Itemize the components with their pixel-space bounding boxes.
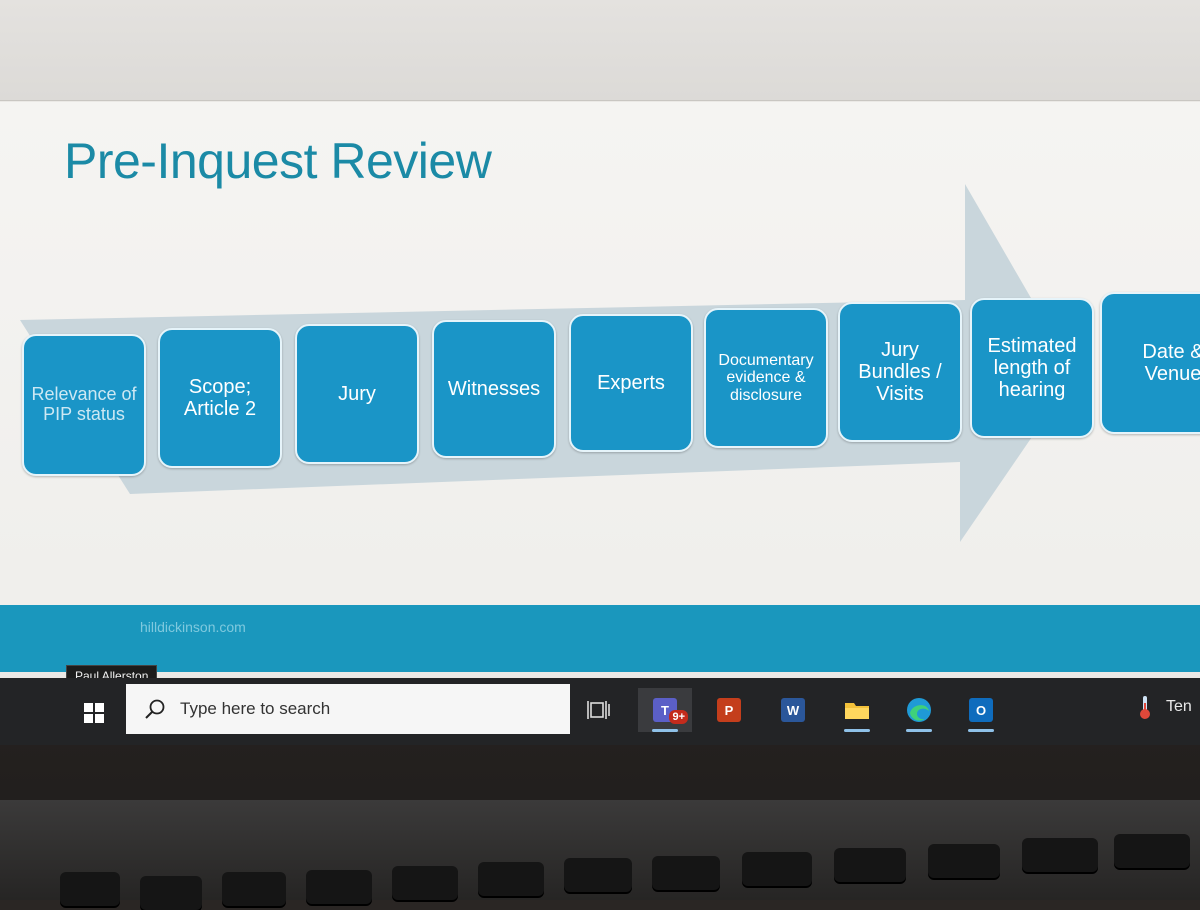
keyboard-key [306, 870, 372, 904]
slide: Pre-Inquest Review Relevance of PIP stat… [0, 102, 1200, 672]
keyboard-key [564, 858, 632, 892]
teams-active-indicator [652, 729, 678, 732]
task-view-button[interactable] [576, 688, 622, 732]
step-documentary-evidence: Documentary evidence & disclosure [704, 308, 828, 448]
outlook-button[interactable]: O [958, 688, 1004, 732]
keyboard-key [60, 872, 120, 906]
windows-start-icon [84, 703, 104, 723]
edge-button[interactable] [896, 688, 942, 732]
keyboard-key [652, 856, 720, 890]
outlook-running-indicator [968, 729, 994, 732]
edge-running-indicator [906, 729, 932, 732]
taskbar-search[interactable]: Type here to search [126, 684, 570, 734]
teams-notification-badge: 9+ [669, 710, 688, 724]
slide-footer-band: hilldickinson.com [0, 605, 1200, 672]
footer-website: hilldickinson.com [140, 619, 246, 635]
word-icon: W [781, 698, 805, 722]
thermometer-icon [1140, 696, 1150, 719]
task-view-icon [587, 701, 610, 719]
step-date-venue: Date & Venue [1100, 292, 1200, 434]
presentation-viewer-top [0, 0, 1200, 101]
start-button[interactable] [70, 690, 118, 736]
step-scope-article-2: Scope; Article 2 [158, 328, 282, 468]
keyboard-key [392, 866, 458, 900]
screen: Pre-Inquest Review Relevance of PIP stat… [0, 0, 1200, 745]
keyboard-key [1022, 838, 1098, 872]
keyboard-key [742, 852, 812, 886]
powerpoint-icon: P [717, 698, 741, 722]
keyboard-key [140, 876, 202, 910]
outlook-icon: O [969, 698, 993, 722]
file-explorer-running-indicator [844, 729, 870, 732]
keyboard-key [1114, 834, 1190, 868]
powerpoint-button[interactable]: P [706, 688, 752, 732]
step-jury-bundles: Jury Bundles / Visits [838, 302, 962, 442]
weather-widget[interactable]: Ten [1138, 694, 1192, 720]
step-experts: Experts [569, 314, 693, 452]
slide-title: Pre-Inquest Review [64, 133, 492, 189]
keyboard-key [834, 848, 906, 882]
file-explorer-icon [845, 703, 869, 719]
search-icon [145, 699, 165, 719]
step-jury: Jury [295, 324, 419, 464]
weather-temperature-text: Ten [1166, 698, 1192, 715]
step-estimated-length: Estimated length of hearing [970, 298, 1094, 438]
keyboard-key [222, 872, 286, 906]
teams-button[interactable]: T 9+ [638, 688, 692, 732]
keyboard-key [478, 862, 544, 896]
search-placeholder: Type here to search [180, 699, 331, 718]
keyboard-key [928, 844, 1000, 878]
laptop-keyboard [0, 800, 1200, 910]
edge-icon [907, 698, 931, 722]
word-button[interactable]: W [770, 688, 816, 732]
step-witnesses: Witnesses [432, 320, 556, 458]
file-explorer-button[interactable] [834, 688, 880, 732]
taskbar: Type here to search T 9+ P W [0, 678, 1200, 745]
step-relevance-pip: Relevance of PIP status [22, 334, 146, 476]
